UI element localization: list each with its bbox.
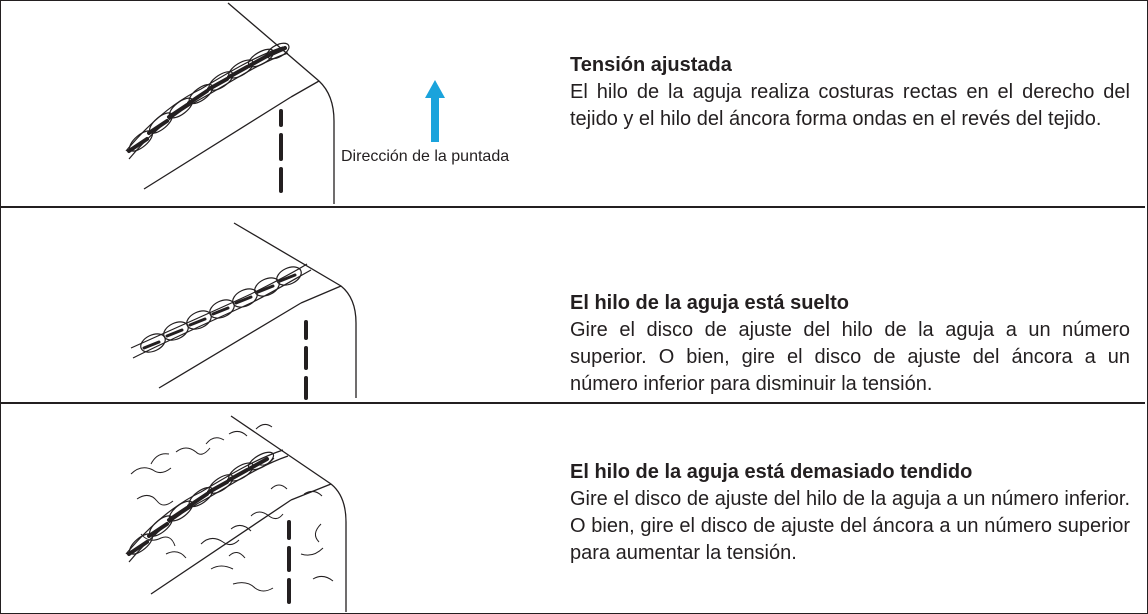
fabric-illustration bbox=[125, 415, 347, 612]
row-text: El hilo de la aguja está demasiado tendi… bbox=[570, 459, 1130, 567]
fabric-illustration bbox=[130, 222, 357, 400]
row-text: Tensión ajustada El hilo de la aguja rea… bbox=[570, 52, 1130, 133]
row-description: Gire el disco de ajuste del hilo de la a… bbox=[570, 488, 1130, 564]
row-description: Gire el disco de ajuste del hilo de la a… bbox=[570, 319, 1130, 395]
row-title: El hilo de la aguja está suelto bbox=[570, 292, 849, 314]
row-needle-thread-loose: El hilo de la aguja está suelto Gire el … bbox=[1, 208, 1145, 404]
row-title: El hilo de la aguja está demasiado tendi… bbox=[570, 461, 973, 483]
row-title: Tensión ajustada bbox=[570, 54, 732, 76]
row-needle-thread-tight: El hilo de la aguja está demasiado tendi… bbox=[1, 404, 1145, 612]
row-text: El hilo de la aguja está suelto Gire el … bbox=[570, 290, 1130, 398]
stitch-direction-caption: Dirección de la puntada bbox=[341, 148, 510, 165]
stitch-direction-arrow-icon bbox=[425, 80, 445, 142]
row-correct-tension: Dirección de la puntada Tensión ajustada… bbox=[1, 1, 1145, 208]
row-description: El hilo de la aguja realiza costuras rec… bbox=[570, 81, 1130, 130]
fabric-illustration bbox=[125, 2, 335, 204]
